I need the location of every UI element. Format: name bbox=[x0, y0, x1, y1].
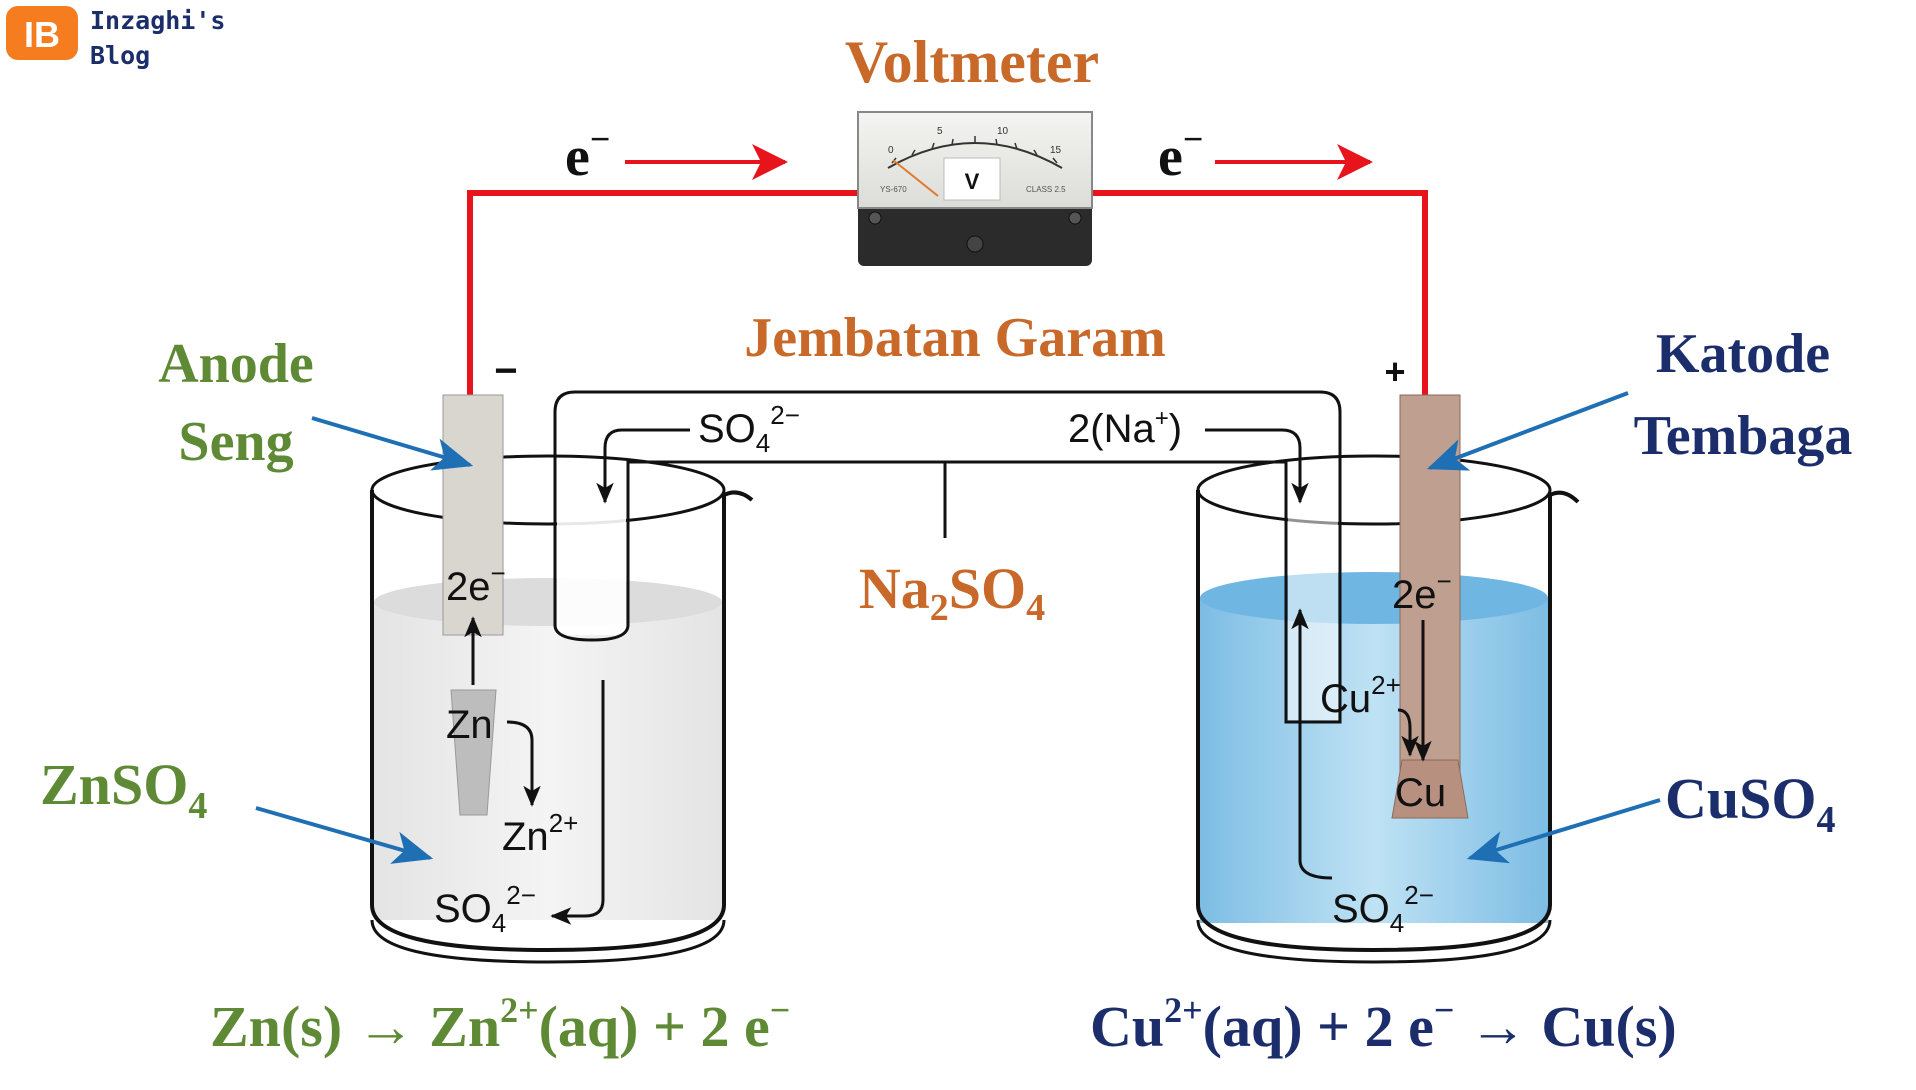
voltmeter-body bbox=[858, 204, 1092, 266]
voltmeter-needle bbox=[892, 159, 939, 197]
cathode-solution-pointer bbox=[1466, 798, 1661, 864]
brand-name-line2: Blog bbox=[90, 41, 150, 70]
electron-label-right: e− bbox=[1158, 119, 1203, 188]
cathode-beaker-base bbox=[1196, 919, 1552, 964]
blogger-logo-icon bbox=[6, 6, 78, 60]
cathode-pointer-arrow bbox=[1426, 391, 1629, 471]
salt-bridge-left-leg-outline bbox=[553, 470, 630, 642]
so4-left-return-arrow bbox=[550, 680, 605, 925]
cathode-beaker-rim bbox=[1196, 454, 1552, 526]
bridge-na-ion: 2(Na+) bbox=[1068, 405, 1182, 451]
right-wire bbox=[1080, 190, 1428, 420]
cathode-beaker-wall bbox=[1196, 490, 1580, 953]
anode-electrons-label: 2e− bbox=[446, 558, 506, 609]
cathode-sulfate-label: SO42− bbox=[1332, 880, 1434, 938]
cathode-metal-label: Cu bbox=[1395, 771, 1446, 815]
voltmeter-screw-right bbox=[1068, 211, 1082, 225]
anode-beaker-rim bbox=[370, 454, 726, 526]
voltmeter-tick-5: 5 bbox=[937, 126, 943, 137]
cathode-title-line1: Katode bbox=[1656, 323, 1830, 385]
brand-logo: IB Inzaghi's Blog bbox=[6, 6, 225, 70]
so4-bridge-arrow bbox=[596, 428, 690, 504]
bridge-so4-ion: SO42− bbox=[698, 400, 800, 458]
cathode-sign: + bbox=[1384, 351, 1405, 392]
salt-bridge-legs bbox=[553, 462, 1342, 724]
anode-solution-label: ZnSO4 bbox=[40, 752, 207, 827]
blogger-logo-letters: IB bbox=[24, 14, 60, 55]
voltmeter-tick-15: 15 bbox=[1050, 145, 1062, 156]
salt-bridge-right-leg-outline bbox=[1284, 462, 1342, 724]
cathode-solution-label: CuSO4 bbox=[1665, 766, 1836, 841]
anode-solution-pointer bbox=[255, 806, 434, 864]
zn-to-ion-arrow bbox=[506, 720, 541, 807]
salt-bridge-left-leg bbox=[557, 470, 626, 635]
zinc-electrode bbox=[442, 394, 504, 816]
cuso4-solution bbox=[1200, 598, 1548, 923]
cathode-electrons-label: 2e− bbox=[1392, 566, 1452, 617]
so4-right-up-arrow bbox=[1291, 608, 1333, 880]
brand-name-line1: Inzaghi's bbox=[90, 6, 225, 35]
salt-bridge-right-leg bbox=[1288, 470, 1338, 720]
electron-label-left: e− bbox=[565, 119, 610, 188]
voltmeter-model-text: YS-670 bbox=[880, 185, 907, 194]
salt-bridge-solution-label: Na2SO4 bbox=[859, 556, 1045, 629]
anode-sulfate-label: SO42− bbox=[434, 880, 536, 938]
salt-bridge-title: Jembatan Garam bbox=[744, 307, 1166, 369]
cathode-title-line2: Tembaga bbox=[1634, 405, 1853, 467]
voltmeter-screw-left bbox=[868, 211, 882, 225]
anode-pointer-arrow bbox=[311, 416, 474, 471]
voltmeter-tick-10: 10 bbox=[997, 126, 1009, 137]
na-bridge-arrow bbox=[1205, 428, 1309, 504]
voltmeter-class-text: CLASS 2.5 bbox=[1026, 185, 1066, 194]
anode-beaker-wall bbox=[370, 490, 754, 953]
voltmeter-adjust-knob bbox=[966, 235, 984, 253]
anode-sign: − bbox=[494, 349, 517, 393]
voltmeter-title: Voltmeter bbox=[845, 29, 1099, 95]
anode-metal-label: Zn bbox=[446, 703, 493, 747]
anode-title-line1: Anode bbox=[158, 333, 314, 395]
cathode-half-reaction: Cu2+(aq) + 2 e− → Cu(s) bbox=[1090, 990, 1677, 1059]
anode-beaker-base bbox=[370, 919, 726, 964]
copper-deposit bbox=[1391, 759, 1469, 819]
voltmeter: 0 5 10 15 V YS-670 CLASS 2.5 bbox=[857, 111, 1093, 266]
external-circuit: e− e− bbox=[467, 119, 1428, 420]
anode-half-reaction: Zn(s) → Zn2+(aq) + 2 e− bbox=[210, 990, 790, 1059]
voltmeter-unit-box bbox=[943, 157, 1001, 201]
znso4-solution bbox=[374, 602, 722, 920]
cathode-ion-label: Cu2+ bbox=[1320, 670, 1401, 721]
cuso4-surface bbox=[1200, 572, 1548, 624]
ion-flow-arrows bbox=[464, 428, 1432, 925]
left-wire bbox=[467, 190, 870, 405]
voltmeter-tick-0: 0 bbox=[888, 145, 894, 156]
zinc-rod-dissolved bbox=[450, 689, 497, 816]
anode-title-line2: Seng bbox=[178, 411, 293, 473]
zinc-rod bbox=[442, 394, 504, 636]
voltmeter-unit-label: V bbox=[965, 169, 980, 194]
cu-ion-to-metal-arrow bbox=[1397, 708, 1419, 757]
anode-ion-label: Zn2+ bbox=[502, 808, 578, 859]
znso4-surface bbox=[374, 578, 722, 626]
voltmeter-scale-ticks bbox=[891, 136, 1058, 164]
